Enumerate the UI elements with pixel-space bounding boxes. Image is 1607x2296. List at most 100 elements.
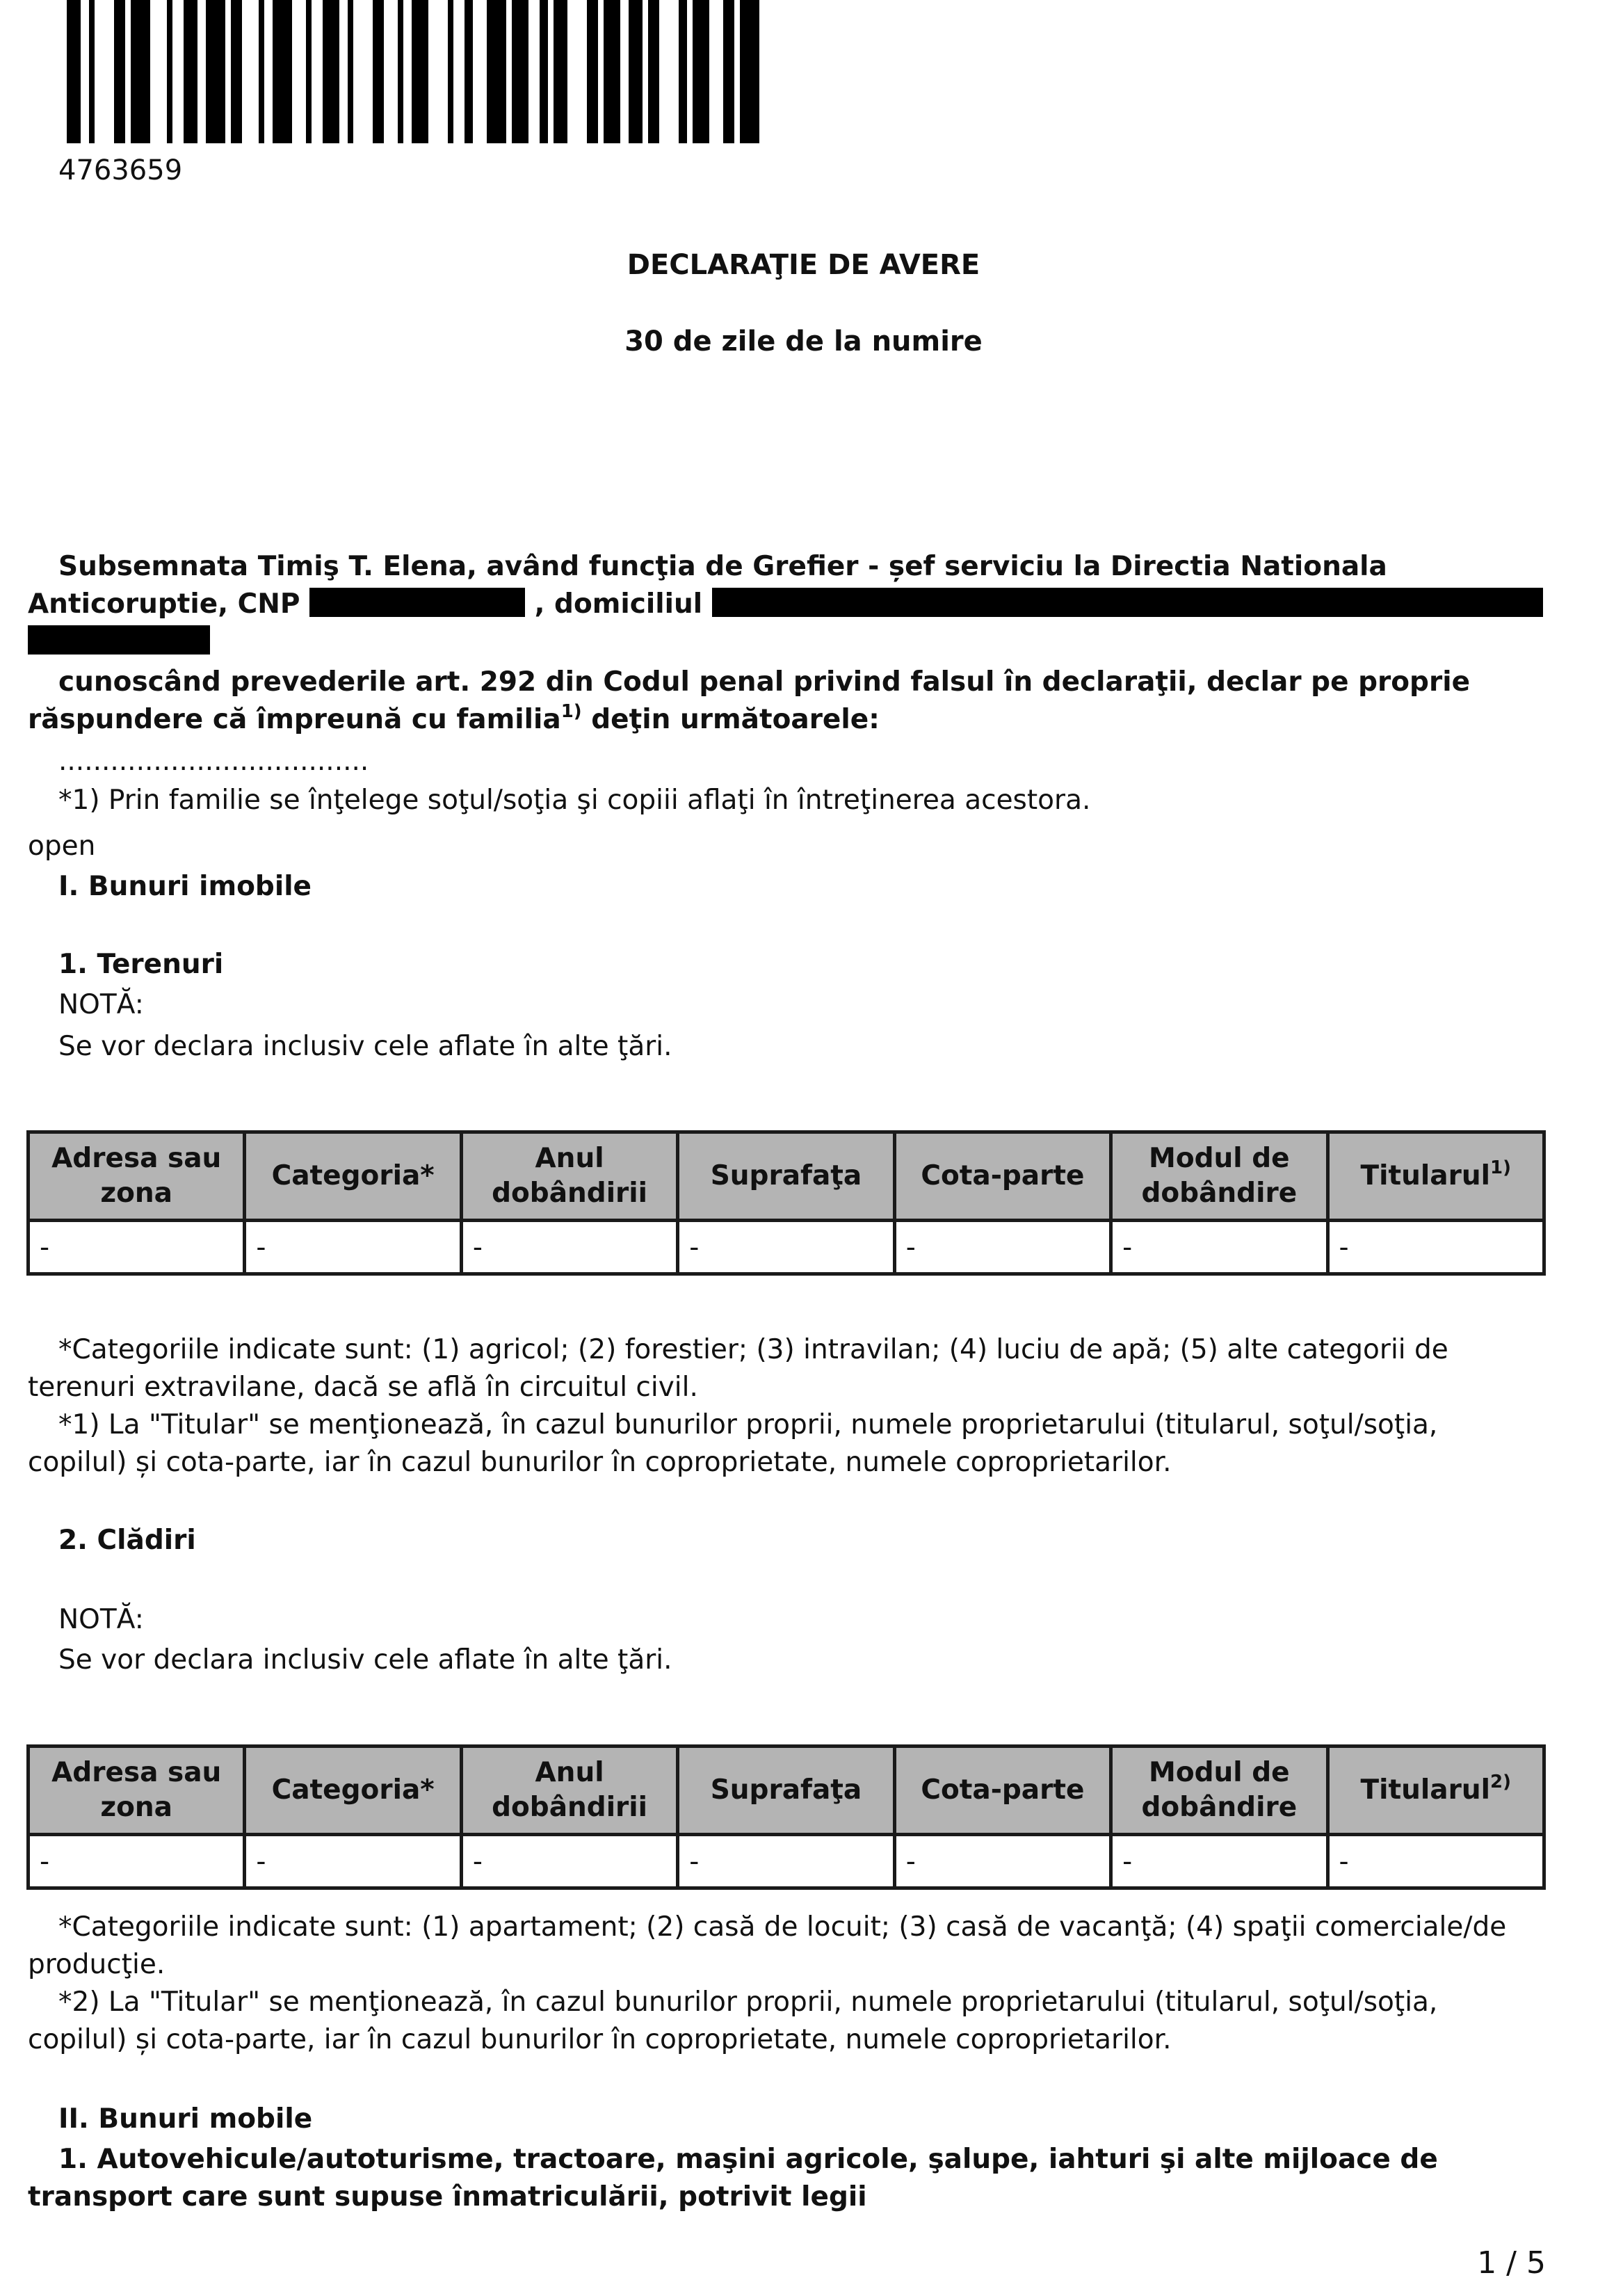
barcode-bar xyxy=(734,0,740,143)
barcode-bar xyxy=(487,0,506,143)
declarant-line-2b xyxy=(28,623,1558,661)
table-cell: - xyxy=(26,1833,247,1890)
barcode-bar xyxy=(150,0,167,143)
table-cell: - xyxy=(892,1833,1113,1890)
footnote-marker: 1) xyxy=(560,701,582,722)
section-1-title: I. Bunuri imobile xyxy=(58,871,312,902)
barcode-bar xyxy=(554,0,567,143)
table-cell: - xyxy=(892,1219,1113,1276)
barcode-bar xyxy=(587,0,598,143)
col-year: Anul dobândirii xyxy=(459,1744,680,1836)
col-area: Suprafaţa xyxy=(676,1744,896,1836)
buildings-nota-text: Se vor declara inclusiv cele aflate în a… xyxy=(58,1644,672,1676)
barcode-bar xyxy=(723,0,734,143)
barcode-bar xyxy=(306,0,312,143)
barcode-bar xyxy=(604,0,620,143)
col-address: Adresa sau zona xyxy=(26,1130,247,1222)
table-cell: - xyxy=(26,1219,247,1276)
declaration-line-2-text: răspundere că împreună cu familia xyxy=(28,704,561,735)
barcode-bar xyxy=(312,0,323,143)
buildings-table-header: Adresa sau zona Categoria* Anul dobândir… xyxy=(26,1744,1547,1836)
barcode-bar xyxy=(292,0,306,143)
buildings-owner-note-2: copilul) și cota-parte, iar în cazul bun… xyxy=(28,2024,1172,2055)
col-acquisition: Modul de dobândire xyxy=(1109,1744,1330,1836)
table-cell: - xyxy=(676,1219,896,1276)
redacted-cnp xyxy=(309,588,526,617)
declaration-line-2-end: deţin următoarele: xyxy=(581,704,880,735)
declarant-statement: Subsemnata Timiş T. Elena, având funcţia… xyxy=(28,548,1558,661)
vehicles-subtitle: 1. Autovehicule/autoturisme, tractoare, … xyxy=(28,2141,1558,2216)
barcode-bar xyxy=(353,0,373,143)
table-cell: - xyxy=(243,1833,463,1890)
col-address: Adresa sau zona xyxy=(26,1744,247,1836)
buildings-nota-label: NOTĂ: xyxy=(58,1604,144,1635)
barcode-bar xyxy=(740,0,759,143)
barcode-bar xyxy=(172,0,184,143)
col-owner-label: Titularul xyxy=(1360,1774,1490,1806)
barcode-number: 4763659 xyxy=(58,154,183,186)
barcode-bar xyxy=(273,0,292,143)
col-share: Cota-parte xyxy=(892,1130,1113,1222)
declaration-line-1: cunoscând prevederile art. 292 din Codul… xyxy=(58,666,1471,698)
buildings-table: Adresa sau zona Categoria* Anul dobândir… xyxy=(26,1744,1547,1890)
col-category: Categoria* xyxy=(243,1130,463,1222)
vehicles-subtitle-2: transport care sunt supuse înmatriculări… xyxy=(28,2181,867,2213)
table-cell: - xyxy=(459,1833,680,1890)
barcode xyxy=(67,0,859,143)
address-label: , domiciliul xyxy=(534,588,703,620)
barcode-bar xyxy=(184,0,197,143)
barcode-bar xyxy=(679,0,687,143)
barcode-bar xyxy=(242,0,259,143)
lands-owner-note-2: copilul) și cota-parte, iar în cazul bun… xyxy=(28,1447,1172,1478)
barcode-bar xyxy=(693,0,709,143)
buildings-owner-note-1: *2) La "Titular" se menţionează, în cazu… xyxy=(58,1986,1438,2018)
barcode-bar xyxy=(506,0,512,143)
barcode-bar xyxy=(114,0,125,143)
redacted-address xyxy=(711,588,1543,617)
barcode-bar xyxy=(373,0,384,143)
col-owner: Titularul2) xyxy=(1325,1744,1547,1836)
lands-category-note-1: *Categoriile indicate sunt: (1) agricol;… xyxy=(58,1334,1448,1365)
buildings-category-note: *Categoriile indicate sunt: (1) apartame… xyxy=(28,1909,1558,2059)
table-cell: - xyxy=(676,1833,896,1890)
barcode-bar xyxy=(348,0,353,143)
barcode-bar xyxy=(81,0,89,143)
barcode-bar xyxy=(453,0,465,143)
barcode-bar xyxy=(339,0,348,143)
buildings-category-note-2: producţie. xyxy=(28,1949,165,1980)
table-cell: - xyxy=(1109,1833,1330,1890)
barcode-bar xyxy=(687,0,693,143)
barcode-bar xyxy=(384,0,398,143)
lands-nota-label: NOTĂ: xyxy=(58,989,144,1020)
barcode-bar xyxy=(643,0,648,143)
lands-category-note-2: terenuri extravilane, dacă se află în ci… xyxy=(28,1372,698,1403)
barcode-bar xyxy=(67,0,81,143)
barcode-bar xyxy=(567,0,587,143)
table-cell: - xyxy=(243,1219,463,1276)
col-area: Suprafaţa xyxy=(676,1130,896,1222)
barcode-bar xyxy=(95,0,114,143)
lands-table-header: Adresa sau zona Categoria* Anul dobândir… xyxy=(26,1130,1547,1222)
lands-table: Adresa sau zona Categoria* Anul dobândir… xyxy=(26,1130,1547,1276)
barcode-bar xyxy=(231,0,242,143)
dots-line: .................................... xyxy=(58,746,369,777)
barcode-bar xyxy=(398,0,403,143)
barcode-bar xyxy=(125,0,131,143)
buildings-category-note-1: *Categoriile indicate sunt: (1) apartame… xyxy=(58,1911,1507,1943)
lands-owner-note-1: *1) La "Titular" se menţionează, în cazu… xyxy=(58,1409,1438,1440)
col-acquisition: Modul de dobândire xyxy=(1109,1130,1330,1222)
declarant-line-1: Subsemnata Timiş T. Elena, având funcţia… xyxy=(58,551,1387,582)
cnp-label: Anticoruptie, CNP xyxy=(28,588,300,620)
col-owner-sup: 1) xyxy=(1489,1157,1511,1178)
barcode-bar xyxy=(403,0,412,143)
declarant-line-2: Anticoruptie, CNP , domiciliul xyxy=(28,586,1558,623)
declaration-text: cunoscând prevederile art. 292 din Codul… xyxy=(28,664,1558,739)
barcode-bar xyxy=(540,0,548,143)
table-cell: - xyxy=(1109,1219,1330,1276)
lands-category-note: *Categoriile indicate sunt: (1) agricol;… xyxy=(28,1331,1558,1482)
document-title: DECLARAŢIE DE AVERE xyxy=(627,249,980,281)
barcode-bar xyxy=(412,0,428,143)
barcode-bar xyxy=(648,0,659,143)
barcode-bar xyxy=(512,0,528,143)
barcode-bar xyxy=(197,0,206,143)
